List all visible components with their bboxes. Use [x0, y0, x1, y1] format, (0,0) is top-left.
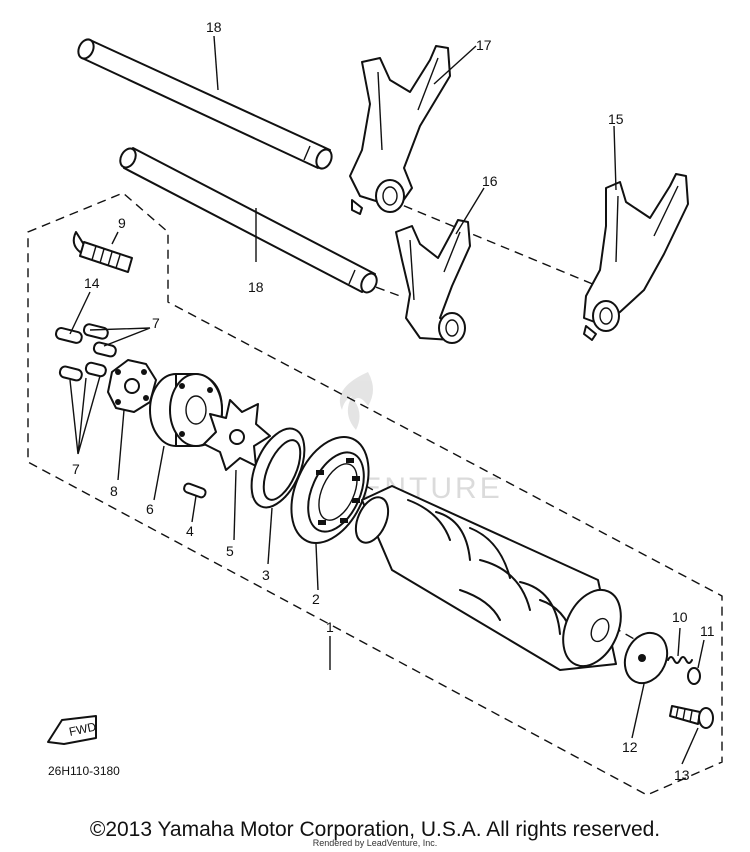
shift-fork-17[interactable] — [349, 45, 451, 215]
callout-13: 13 — [674, 767, 690, 783]
fork-guide-bar-lower[interactable] — [117, 146, 380, 295]
pin-11[interactable] — [687, 667, 701, 685]
fork-guide-bar-upper[interactable] — [75, 37, 334, 171]
callout-15: 15 — [608, 111, 624, 127]
callout-18-upper: 18 — [206, 19, 222, 35]
shift-segment-8[interactable] — [107, 359, 157, 413]
assembly-boundary — [27, 192, 723, 796]
callout-18-lower: 18 — [248, 279, 264, 295]
screw-9[interactable] — [72, 231, 133, 273]
shift-cam-6[interactable] — [149, 373, 223, 447]
leader-lines — [69, 35, 705, 765]
shift-fork-15[interactable] — [583, 173, 689, 341]
callout-11: 11 — [700, 623, 715, 639]
callout-10: 10 — [672, 609, 688, 625]
callout-12: 12 — [622, 739, 638, 755]
bearing-2[interactable] — [276, 425, 384, 555]
fwd-arrow: FWD — [47, 715, 98, 745]
plate-12[interactable] — [617, 626, 675, 690]
callout-14: 14 — [84, 275, 100, 291]
fwd-label: FWD — [68, 719, 98, 738]
screw-13[interactable] — [669, 705, 714, 729]
callout-6: 6 — [146, 501, 154, 517]
callout-5: 5 — [226, 543, 234, 559]
segment-pins-upper[interactable] — [54, 323, 117, 382]
shift-fork-16[interactable] — [395, 219, 471, 344]
dowel-pin-4[interactable] — [183, 482, 207, 499]
callout-8: 8 — [110, 483, 118, 499]
copyright-notice: ©2013 Yamaha Motor Corporation, U.S.A. A… — [89, 818, 661, 841]
callout-7-lower: 7 — [72, 461, 80, 477]
callout-17: 17 — [476, 37, 492, 53]
callout-9: 9 — [118, 215, 126, 231]
fork-alignment-line — [389, 199, 596, 286]
callout-3: 3 — [262, 567, 270, 583]
callout-2: 2 — [312, 591, 320, 607]
callout-16: 16 — [482, 173, 498, 189]
callout-7-upper: 7 — [152, 315, 160, 331]
shift-drum-1[interactable] — [349, 485, 632, 675]
callout-numbers: 18 17 15 16 9 18 14 7 7 8 6 4 5 3 2 1 10… — [72, 19, 715, 783]
callout-4: 4 — [186, 523, 194, 539]
circlip-3[interactable] — [241, 421, 315, 516]
diagram-code: 26H110-3180 — [48, 764, 120, 778]
callout-1: 1 — [326, 619, 334, 635]
spring-10[interactable] — [667, 656, 693, 664]
cam-stopper-plate-5[interactable] — [203, 399, 271, 471]
rendered-by-notice: Rendered by LeadVenture, Inc. — [312, 838, 438, 848]
